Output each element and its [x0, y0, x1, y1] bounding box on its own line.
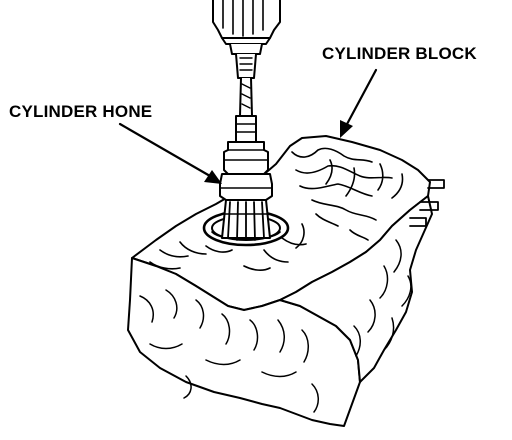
block-studs	[409, 179, 445, 227]
block-front-face	[127, 257, 361, 427]
hone-leader-arrowhead	[204, 170, 222, 184]
callout-leaders	[118, 68, 378, 184]
right-face-detail	[353, 239, 412, 357]
block-right-face	[279, 195, 433, 383]
front-face-detail	[139, 289, 319, 413]
block-leader-arrowhead	[340, 120, 353, 138]
cylinder-hone-tool	[212, 0, 281, 241]
chuck-nose	[229, 43, 263, 55]
cylinder-hone-label: CYLINDER HONE	[9, 102, 153, 121]
cylinder-block	[127, 135, 445, 427]
block-leader-line	[344, 68, 378, 128]
deck-texture	[149, 147, 404, 271]
hone-leader-line	[118, 122, 212, 178]
cylinder-block-label: CYLINDER BLOCK	[322, 44, 477, 63]
